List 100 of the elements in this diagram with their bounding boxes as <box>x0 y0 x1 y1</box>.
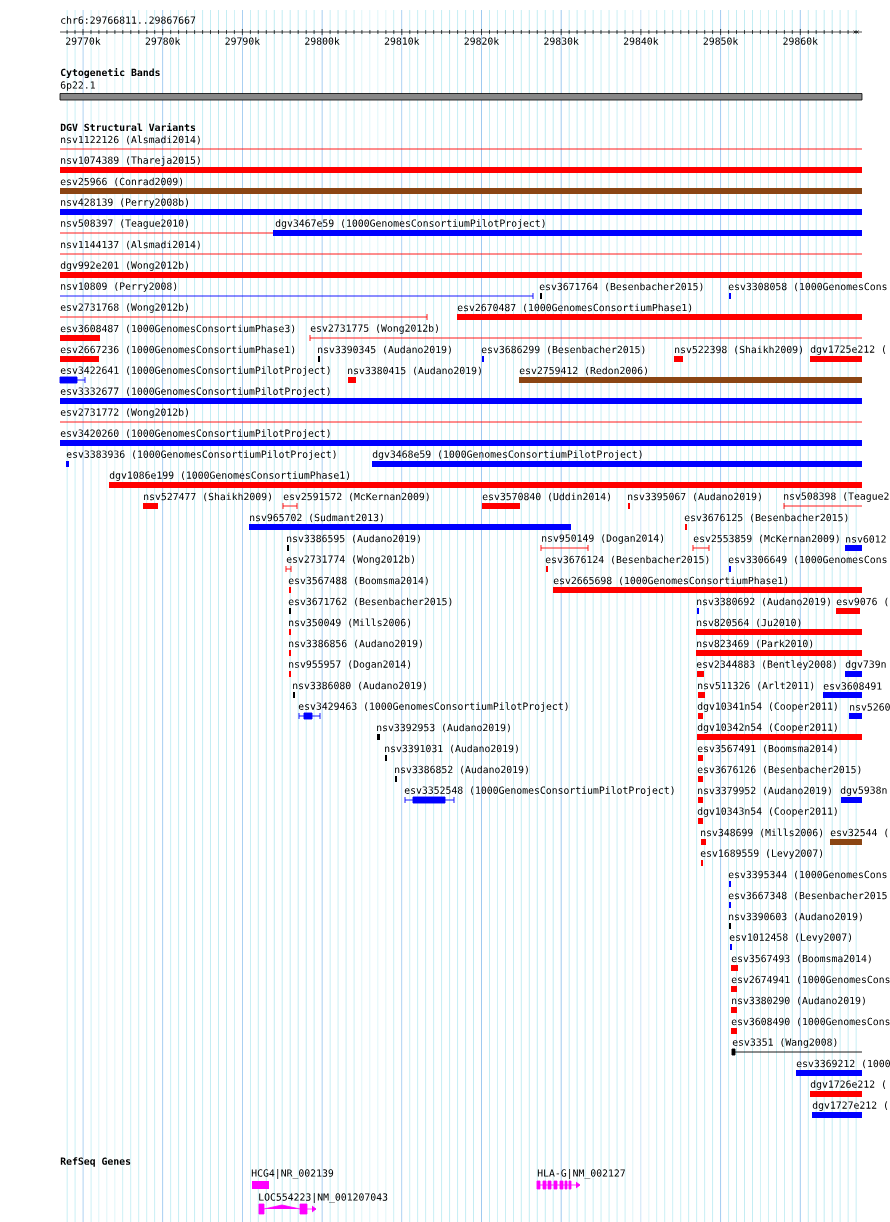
feature-label: esv3567491 (Boomsma2014) <box>697 744 837 754</box>
feature-label: esv3369212 (1000 <box>796 1059 890 1069</box>
feature-label: nsv3379952 (Audano2019) <box>698 786 831 796</box>
feature-label: nsv428139 (Perry2008b) <box>61 198 188 208</box>
tick-label: 29820k <box>464 37 500 45</box>
feature-label: esv3567493 (Boomsma2014) <box>731 954 871 964</box>
feature-label: dgv3467e59 (1000GenomesConsortiumPilotProject) <box>275 219 545 229</box>
feature-label: esv2591572 (McKernan2009) <box>283 492 429 502</box>
tick-label: 29790k <box>225 37 260 45</box>
band-label: 6p22.1 <box>60 81 95 91</box>
feature-label: nsv3386856 (Audano2019) <box>289 639 422 649</box>
feature-label: esv1012458 (Levy2007) <box>729 933 852 943</box>
feature-label: dgv1726e212 ( <box>810 1080 886 1090</box>
feature-label: esv2670487 (1000GenomesConsortiumPhase1) <box>457 303 692 313</box>
feature-label: esv2667236 (1000GenomesConsortiumPhase1) <box>60 345 295 355</box>
feature-label: nsv5260 <box>850 703 890 711</box>
feature-label: esv3395344 (1000GenomesCons <box>728 870 887 880</box>
feature-label: nsv3386852 (Audano2019) <box>395 765 528 775</box>
feature-label: nsv3392953 (Audano2019) <box>377 723 510 733</box>
feature-label: nsv3386595 (Audano2019) <box>287 534 420 544</box>
feature-label: nsv522398 (Shaikh2009) <box>675 345 802 355</box>
feature-label: nsv1144137 (Alsmadi2014) <box>61 240 200 250</box>
feature-label: dgv739n <box>845 660 886 670</box>
feature-label: esv2665698 (1000GenomesConsortiumPhase1) <box>553 576 788 586</box>
gene-label: HCG4|NR_002139 <box>251 1169 334 1179</box>
feature-label: esv3608487 (1000GenomesConsortiumPhase3) <box>60 324 295 334</box>
feature-label: esv3570840 (Uddin2014) <box>482 492 610 502</box>
feature-label: nsv508398 (Teague2 <box>784 492 889 502</box>
feature-label: esv3422641 (1000GenomesConsortiumPilotProject) <box>60 366 330 376</box>
feature-label: dgv10341n54 (Cooper2011) <box>697 702 837 712</box>
feature-label: nsv3390603 (Audano2019) <box>729 912 862 922</box>
feature-label: dgv3468e59 (1000GenomesConsortiumPilotProject) <box>372 450 642 460</box>
feature-label: esv3608491 <box>823 682 882 690</box>
feature-label: nsv10809 (Perry2008) <box>61 282 177 292</box>
feature-label: esv3676126 (Besenbacher2015) <box>697 765 861 775</box>
feature-label: esv2731775 (Wong2012b) <box>310 324 438 334</box>
feature-label: esv2731768 (Wong2012b) <box>60 303 188 313</box>
feature-label: esv3308058 (1000GenomesCons <box>728 282 887 292</box>
tick-label: 29840k <box>623 37 659 45</box>
feature-label: dgv1725e212 ( <box>810 345 886 355</box>
tick-label: 29860k <box>783 37 818 45</box>
feature-label: nsv3380415 (Audano2019) <box>348 366 481 376</box>
region-label: chr6:29766811..29867667 <box>61 16 196 24</box>
tick-label: 29810k <box>384 37 420 45</box>
feature-label: esv2553859 (McKernan2009) <box>693 534 839 544</box>
feature-label: dgv992e201 (Wong2012b) <box>60 261 188 271</box>
gene-label: HLA-G|NM_002127 <box>537 1169 625 1179</box>
feature-label: dgv5938n <box>840 786 887 796</box>
feature-label: nsv350049 (Mills2006) <box>289 618 411 628</box>
feature-label: dgv10342n54 (Cooper2011) <box>697 723 837 733</box>
feature-label: dgv1086e199 (1000GenomesConsortiumPhase1) <box>109 471 350 481</box>
feature-label: nsv950149 (Dogan2014) <box>542 534 664 544</box>
feature-label: nsv511326 (Arlt2011) <box>698 681 814 691</box>
feature-label: nsv508397 (Teague2010) <box>61 219 188 229</box>
feature-label: nsv820564 (Ju2010) <box>697 618 801 628</box>
feature-label: esv3332677 (1000GenomesConsortiumPilotProject) <box>60 387 330 397</box>
feature-label: esv3567488 (Boomsma2014) <box>288 576 428 586</box>
feature-label: esv1689559 (Levy2007) <box>700 849 823 859</box>
feature-label: esv9076 ( <box>836 597 888 607</box>
tick-label: 29770k <box>66 37 101 45</box>
tick-label: 29850k <box>703 37 739 45</box>
track-title: DGV Structural Variants <box>60 122 196 132</box>
feature-label: esv3667348 (Besenbacher2015 <box>728 891 887 901</box>
feature-label: nsv348699 (Mills2006) <box>701 828 823 838</box>
tick-label: 29830k <box>544 37 579 45</box>
feature-label: esv3383936 (1000GenomesConsortiumPilotProject) <box>66 450 336 460</box>
feature-label: esv2731774 (Wong2012b) <box>286 555 414 565</box>
feature-label: esv3676125 (Besenbacher2015) <box>684 513 848 523</box>
feature-label: esv3352548 (1000GenomesConsortiumPilotProject) <box>404 786 674 796</box>
feature-label: nsv1122126 (Alsmadi2014) <box>61 135 200 145</box>
track-title: Cytogenetic Bands <box>60 68 160 78</box>
feature-label: nsv965702 (Sudmant2013) <box>250 513 383 523</box>
feature-label: nsv3390345 (Audano2019) <box>318 345 451 355</box>
feature-label: nsv3386080 (Audano2019) <box>293 681 426 691</box>
feature-label: esv2674941 (1000GenomesCons <box>731 975 890 985</box>
track-title: RefSeq Genes <box>60 1157 131 1167</box>
feature-label: nsv6012 <box>846 535 886 543</box>
gene-label: LOC554223|NM_001207043 <box>259 1193 388 1203</box>
feature-label: esv3306649 (1000GenomesCons <box>728 555 887 565</box>
feature-label: nsv3395067 (Audano2019) <box>628 492 761 502</box>
feature-label: dgv1727e212 ( <box>812 1101 888 1111</box>
feature-label: nsv3391031 (Audano2019) <box>385 744 518 754</box>
feature-label: esv2731772 (Wong2012b) <box>60 408 188 418</box>
feature-label: esv3420260 (1000GenomesConsortiumPilotProject) <box>60 429 330 439</box>
feature-label: nsv1074389 (Thareja2015) <box>61 156 200 166</box>
feature-label: nsv527477 (Shaikh2009) <box>144 492 271 502</box>
tick-label: 29800k <box>305 37 340 45</box>
feature-label: esv3671762 (Besenbacher2015) <box>288 597 452 607</box>
feature-label: esv32544 ( <box>830 828 888 838</box>
feature-label: esv3686299 (Besenbacher2015) <box>481 345 645 355</box>
feature-label: nsv3380290 (Audano2019) <box>732 996 865 1006</box>
feature-label: dgv10343n54 (Cooper2011) <box>697 807 837 817</box>
feature-label: esv3429463 (1000GenomesConsortiumPilotProject) <box>298 702 568 712</box>
feature-label: esv25966 (Conrad2009) <box>60 177 183 187</box>
feature-label: esv3671764 (Besenbacher2015) <box>539 282 703 292</box>
feature-label: nsv823469 (Park2010) <box>697 639 813 649</box>
feature-label: esv3351 (Wang2008) <box>732 1038 837 1048</box>
feature-label: nsv3380692 (Audano2019) <box>697 597 830 607</box>
feature-label: esv3608490 (1000GenomesCons <box>731 1017 890 1027</box>
feature-label: esv2344883 (Bentley2008) <box>696 660 836 670</box>
